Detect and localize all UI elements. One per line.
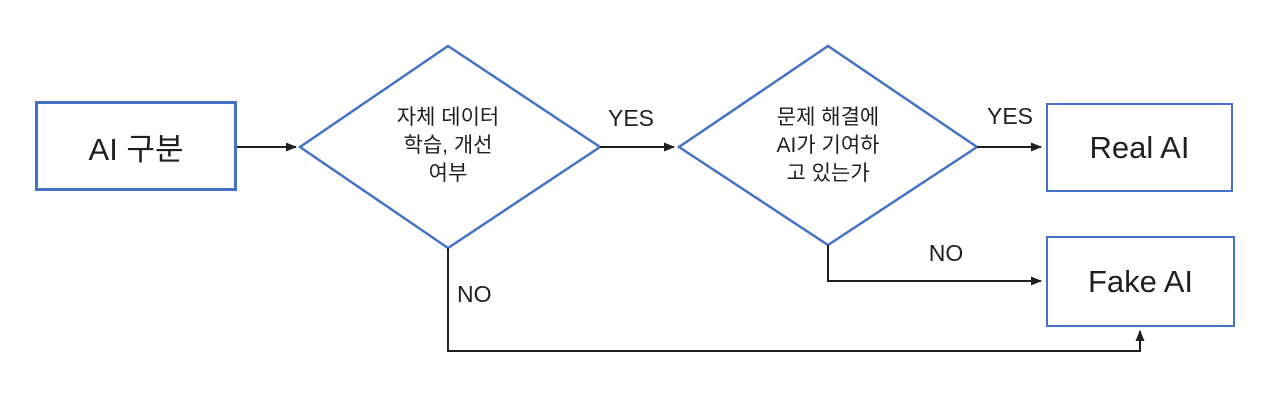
decision2-label-line3: 고 있는가 — [786, 162, 870, 185]
fake-ai-node: Fake AI — [1046, 236, 1235, 327]
decision2-label: 문제 해결에 AI가 기여하 고 있는가 — [723, 104, 933, 188]
fake-ai-node-label: Fake AI — [1087, 263, 1194, 299]
connector-decision1-no-to-fake — [447, 248, 1145, 352]
decision1-label: 자체 데이터 학습, 개선 여부 — [343, 104, 553, 188]
real-ai-node-label: Real AI — [1089, 129, 1190, 165]
connector-decision2-no-to-fake — [827, 245, 1042, 286]
decision2-label-line2: AI가 기여하 — [776, 134, 880, 157]
start-node-label: AI 구분 — [88, 131, 184, 167]
decision1-label-line2: 학습, 개선 — [403, 134, 493, 157]
edge-label-decision2-no: NO — [928, 240, 964, 266]
decision2-label-line1: 문제 해결에 — [776, 106, 880, 129]
edge-label-decision1-yes: YES — [607, 105, 655, 131]
start-node: AI 구분 — [35, 101, 237, 191]
real-ai-node: Real AI — [1046, 103, 1233, 192]
edge-label-decision2-yes: YES — [986, 103, 1034, 129]
decision1-label-line3: 여부 — [428, 162, 468, 185]
edge-label-decision1-no: NO — [457, 281, 492, 307]
decision1-label-line1: 자체 데이터 — [396, 106, 500, 129]
